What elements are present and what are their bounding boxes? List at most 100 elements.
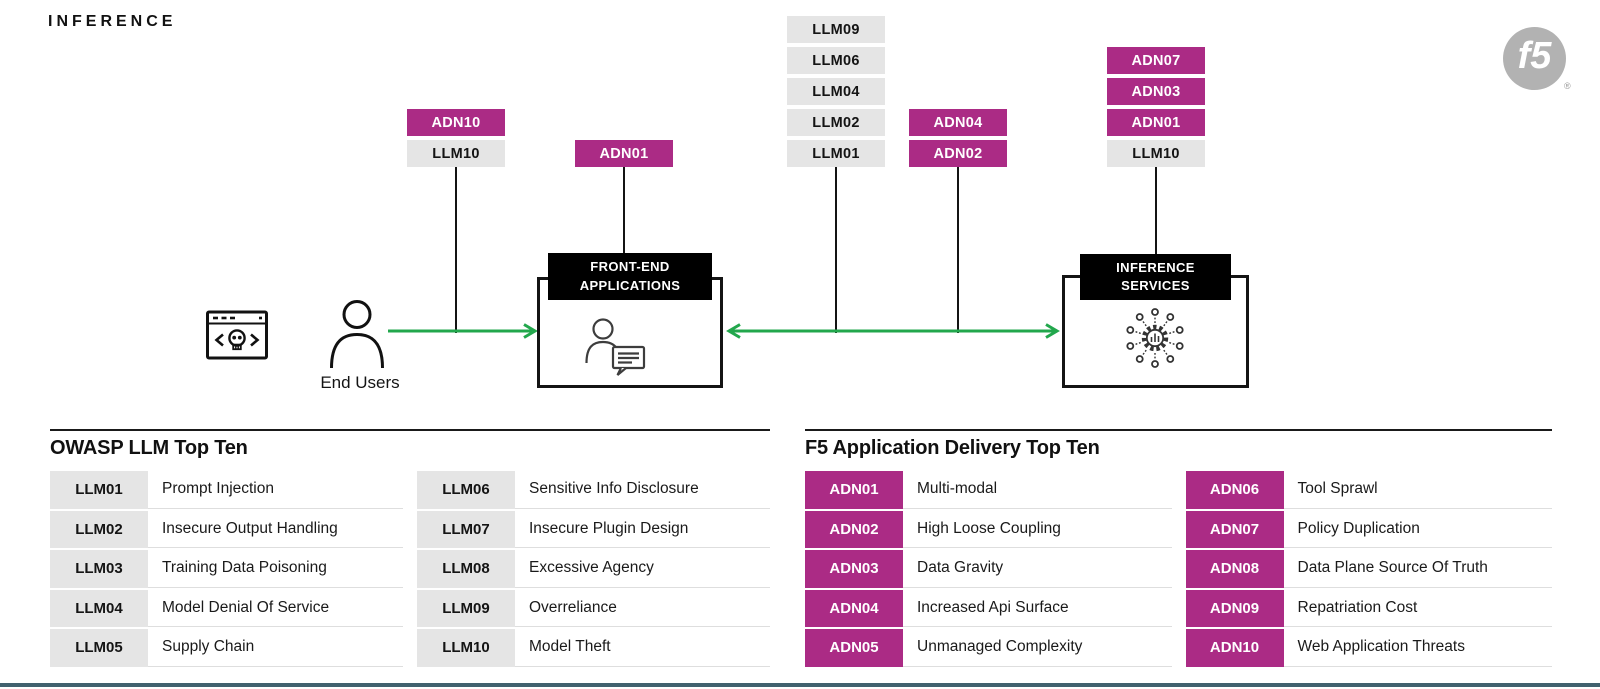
row-description: Overreliance [515, 590, 770, 627]
row-description: Excessive Agency [515, 550, 770, 588]
code-badge: LLM09 [417, 589, 515, 627]
tag-adn02: ADN02 [909, 140, 1007, 167]
malicious-browser-icon [206, 310, 268, 360]
code-badge: ADN06 [1185, 471, 1284, 509]
code-badge: LLM10 [417, 629, 515, 667]
code-badge: LLM05 [50, 629, 148, 667]
row-description: High Loose Coupling [903, 511, 1172, 548]
code-badge: ADN08 [1185, 550, 1284, 588]
row-description: Increased Api Surface [903, 590, 1172, 627]
row-description: Insecure Plugin Design [515, 511, 770, 548]
chat-user-icon [585, 318, 646, 376]
code-badge: ADN01 [805, 471, 903, 509]
row-description: Tool Sprawl [1283, 471, 1552, 509]
code-badge: LLM06 [417, 471, 515, 509]
tag-llm04: LLM04 [787, 78, 885, 105]
row-description: Supply Chain [148, 629, 403, 667]
row-description: Model Theft [515, 629, 770, 667]
inference-hub-icon [1126, 308, 1184, 368]
code-badge: LLM08 [417, 550, 515, 588]
row-description: Prompt Injection [148, 471, 403, 509]
row-description: Policy Duplication [1283, 511, 1552, 548]
tag-adn01: ADN01 [575, 140, 673, 167]
tag-adn07: ADN07 [1107, 47, 1205, 74]
row-description: Insecure Output Handling [148, 511, 403, 548]
code-badge: ADN07 [1185, 510, 1284, 548]
row-description: Model Denial Of Service [148, 590, 403, 627]
arrow-frontend-to-inference [726, 323, 1060, 339]
tag-adn04: ADN04 [909, 109, 1007, 136]
tag-llm10: LLM10 [407, 140, 505, 167]
connector-line [623, 167, 625, 255]
row-description: Data Plane Source Of Truth [1283, 550, 1552, 588]
tag-llm02: LLM02 [787, 109, 885, 136]
footer-accent-bar [0, 683, 1600, 687]
connector-line [1155, 167, 1157, 256]
adn-table-title: F5 Application Delivery Top Ten [805, 437, 1100, 459]
tag-llm01: LLM01 [787, 140, 885, 167]
row-description: Repatriation Cost [1283, 590, 1552, 627]
front-end-title-line2: APPLICATIONS [579, 277, 681, 293]
tag-llm10-inference: LLM10 [1107, 140, 1205, 167]
tag-adn10: ADN10 [407, 109, 505, 136]
code-badge: ADN09 [1185, 589, 1284, 627]
connector-line [957, 167, 959, 333]
owasp-table-title: OWASP LLM Top Ten [50, 437, 248, 459]
tag-adn01-inference: ADN01 [1107, 109, 1205, 136]
f5-logo: f5 [1503, 27, 1566, 90]
front-end-applications-header: FRONT-END APPLICATIONS [548, 253, 712, 300]
code-badge: LLM07 [417, 510, 515, 548]
end-users-icon [330, 300, 384, 369]
registered-mark: ® [1564, 81, 1571, 91]
code-badge: ADN04 [805, 589, 903, 627]
row-description: Sensitive Info Disclosure [515, 471, 770, 509]
tag-llm06: LLM06 [787, 47, 885, 74]
tag-llm09: LLM09 [787, 16, 885, 43]
code-badge: ADN03 [805, 550, 903, 588]
connector-line [455, 167, 457, 333]
inference-services-header: INFERENCE SERVICES [1080, 254, 1231, 300]
connector-line [835, 167, 837, 333]
row-description: Unmanaged Complexity [903, 629, 1172, 667]
arrow-end-users-to-frontend [388, 323, 538, 339]
row-description: Multi-modal [903, 471, 1172, 509]
front-end-title-line1: FRONT-END [590, 259, 670, 275]
row-description: Web Application Threats [1283, 629, 1552, 667]
page-title: INFERENCE [48, 13, 177, 30]
code-badge: ADN05 [805, 629, 903, 667]
code-badge: LLM01 [50, 471, 148, 509]
code-badge: LLM02 [50, 510, 148, 548]
code-badge: ADN02 [805, 510, 903, 548]
f5-logo-text: f5 [1517, 35, 1552, 77]
row-description: Data Gravity [903, 550, 1172, 588]
inference-title-line1: INFERENCE [1116, 259, 1195, 275]
tag-adn03: ADN03 [1107, 78, 1205, 105]
